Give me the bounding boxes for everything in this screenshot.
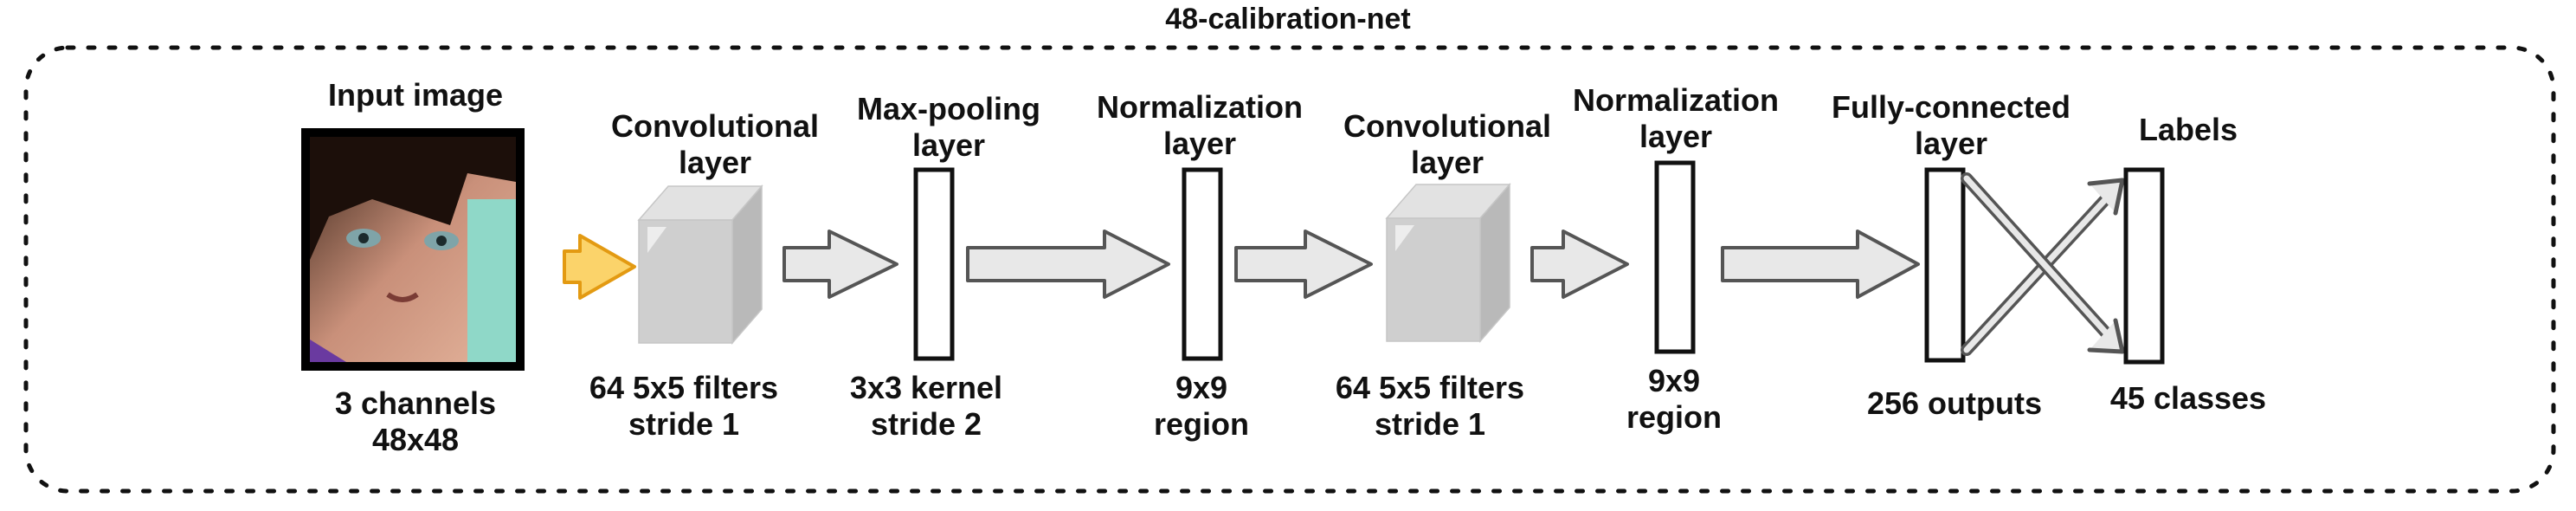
labels-title: Labels (2138, 112, 2238, 147)
arrow-conv2-to-norm2 (1530, 230, 1629, 299)
arrow-maxpool-to-norm1 (966, 230, 1170, 299)
conv1-stride-label: stride 1 (628, 406, 740, 442)
input-channels-label: 3 channels (334, 385, 497, 421)
normalization-layer-1-block (1182, 167, 1223, 361)
norm1-size-label: 9x9 (1175, 370, 1228, 405)
conv1-title-line2: layer (678, 145, 752, 180)
input-arrow (563, 234, 636, 300)
conv2-title-line2: layer (1410, 145, 1484, 180)
conv2-filters-label: 64 5x5 filters (1335, 370, 1525, 405)
input-size-label: 48x48 (371, 422, 460, 457)
max-pooling-layer-block (913, 167, 955, 361)
conv2-title-line1: Convolutional (1343, 108, 1551, 144)
maxpool-title-line2: layer (911, 127, 986, 163)
arrow-norm2-to-fc (1721, 230, 1920, 299)
norm2-title-line2: layer (1639, 119, 1713, 154)
diagram-title: 48-calibration-net (1165, 3, 1411, 36)
fc-title-line1: Fully-connected (1831, 89, 2071, 125)
fc-outputs-label: 256 outputs (1866, 385, 2043, 421)
normalization-layer-2-block (1654, 160, 1696, 354)
fully-connected-layer-block (1924, 167, 1966, 363)
fc-to-labels-connections (1961, 172, 2125, 356)
norm1-title-line2: layer (1162, 126, 1237, 161)
norm2-title-line1: Normalization (1572, 82, 1780, 118)
input-face-image (301, 128, 525, 371)
convolutional-layer-1-block (637, 184, 763, 346)
calibration-net-boundary (23, 45, 2556, 494)
labels-layer-block (2123, 167, 2165, 365)
arrow-norm1-to-conv2 (1234, 230, 1373, 299)
labels-classes-label: 45 classes (2109, 380, 2267, 416)
norm2-region-label: region (1626, 399, 1723, 435)
convolutional-layer-2-block (1385, 182, 1511, 344)
arrow-conv1-to-maxpool (782, 230, 898, 299)
input-image-title: Input image (327, 77, 504, 113)
maxpool-stride-label: stride 2 (870, 406, 982, 442)
maxpool-kernel-label: 3x3 kernel (849, 370, 1003, 405)
maxpool-title-line1: Max-pooling (857, 91, 1040, 126)
norm2-size-label: 9x9 (1647, 363, 1701, 398)
conv1-filters-label: 64 5x5 filters (589, 370, 779, 405)
conv2-stride-label: stride 1 (1374, 406, 1486, 442)
norm1-title-line1: Normalization (1096, 89, 1304, 125)
fc-title-line2: layer (1914, 126, 1988, 161)
norm1-region-label: region (1153, 406, 1250, 442)
conv1-title-line1: Convolutional (611, 108, 819, 144)
